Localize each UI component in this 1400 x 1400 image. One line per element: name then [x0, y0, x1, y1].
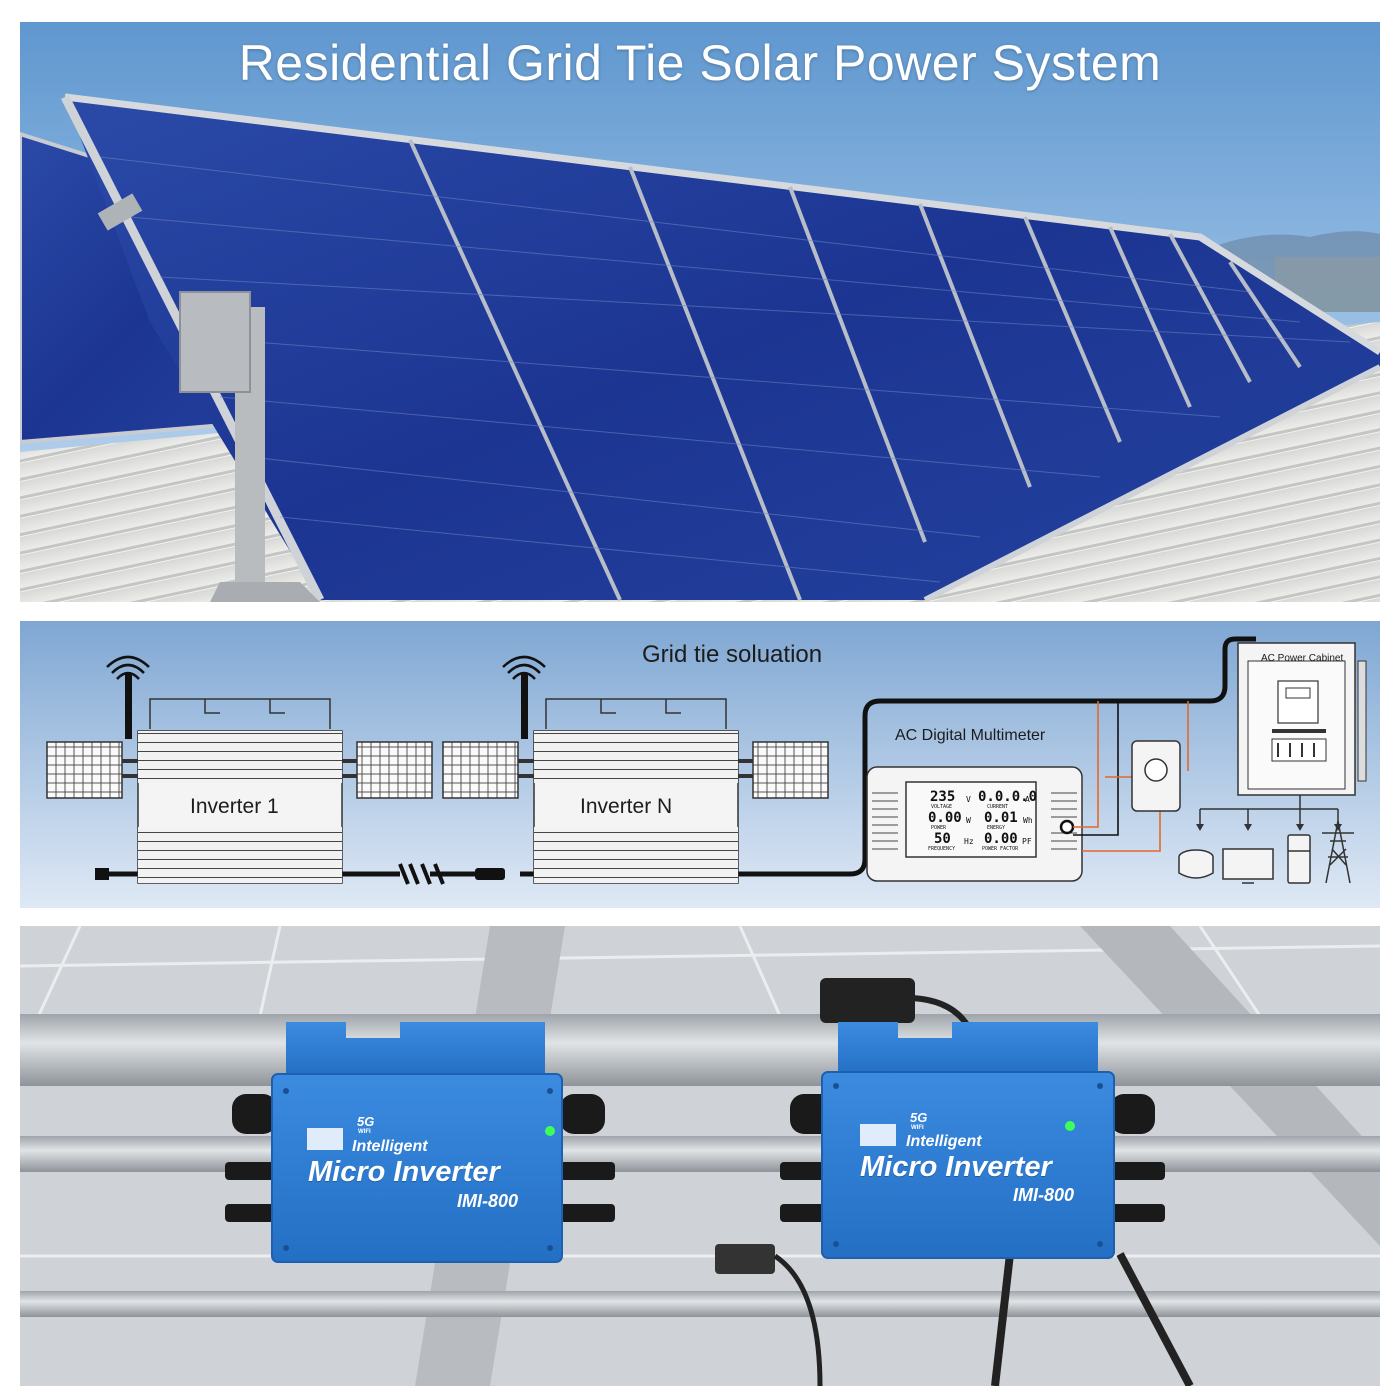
right-5g-badge: 5G: [910, 1110, 928, 1125]
right-tagline: Intelligent: [906, 1133, 982, 1150]
rooftop-scene: [20, 93, 1380, 602]
rooftop-solar-photo: Residential Grid Tie Solar Power System: [20, 22, 1380, 602]
lcd-voltage-caption: VOLTAGE: [931, 804, 953, 810]
inverter-1-label: Inverter 1: [190, 795, 279, 818]
inverter-n-drawing: [442, 655, 829, 884]
lcd-current: 0.0.0.0: [978, 789, 1038, 805]
fridge-icon: [1287, 834, 1311, 884]
right-wifi-label: WIFI: [911, 1125, 924, 1131]
right-model: IMI-800: [1013, 1185, 1075, 1205]
lcd-frequency: 50: [934, 831, 951, 847]
multimeter-label: AC Digital Multimeter: [895, 727, 1046, 744]
left-tagline: Intelligent: [352, 1138, 428, 1155]
lcd-energy-caption: ENERGY: [987, 825, 1006, 831]
diagram-title: Grid tie soluation: [642, 641, 823, 668]
diagram-drawing: [46, 636, 1367, 885]
lcd-energy: 0.01: [984, 810, 1018, 826]
micro-inverter-left-drawing: [225, 1022, 615, 1263]
power-cabinet-drawing: [1237, 642, 1367, 796]
lcd-power-caption: POWER: [931, 825, 947, 831]
lcd-current-caption: CURRENT: [987, 804, 1009, 810]
left-model: IMI-800: [457, 1191, 519, 1211]
lcd-voltage-unit: V: [966, 795, 971, 804]
lcd-frequency-unit: Hz: [964, 837, 974, 846]
lcd-power-factor: 0.00: [984, 831, 1018, 847]
installed-inverters-photo: 5G WIFI Intelligent Micro Inverter IMI-8…: [20, 926, 1380, 1386]
installation-scene: [20, 926, 1380, 1386]
inverter-1-drawing: [46, 655, 433, 884]
left-product-name: Micro Inverter: [308, 1156, 500, 1188]
left-5g-badge: 5G: [357, 1114, 375, 1129]
multimeter-drawing: [866, 766, 1083, 882]
lcd-current-unit: A: [1025, 795, 1030, 804]
right-product-name: Micro Inverter: [860, 1151, 1052, 1183]
cabinet-label: AC Power Cabinet: [1261, 653, 1344, 664]
lcd-frequency-caption: FREQUENCY: [928, 846, 956, 852]
lcd-power-unit: W: [966, 816, 971, 825]
lcd-voltage: 235: [930, 789, 956, 805]
power-tower-icon: [1322, 820, 1354, 884]
left-wifi-label: WIFI: [358, 1129, 371, 1135]
rice-cooker-icon: [1178, 849, 1214, 879]
lcd-power-factor-unit: PF: [1022, 837, 1032, 846]
micro-inverter-right-drawing: [780, 1022, 1165, 1259]
lcd-energy-unit: Wh: [1023, 816, 1033, 825]
page-title: Residential Grid Tie Solar Power System: [238, 35, 1162, 91]
inverter-n-label: Inverter N: [580, 795, 673, 818]
tv-icon: [1222, 848, 1274, 884]
grid-tie-diagram: Grid tie soluation Inverter 1 Inverter N…: [20, 621, 1380, 908]
lcd-power: 0.00: [928, 810, 962, 826]
lcd-power-factor-caption: POWER FACTOR: [982, 846, 1019, 852]
